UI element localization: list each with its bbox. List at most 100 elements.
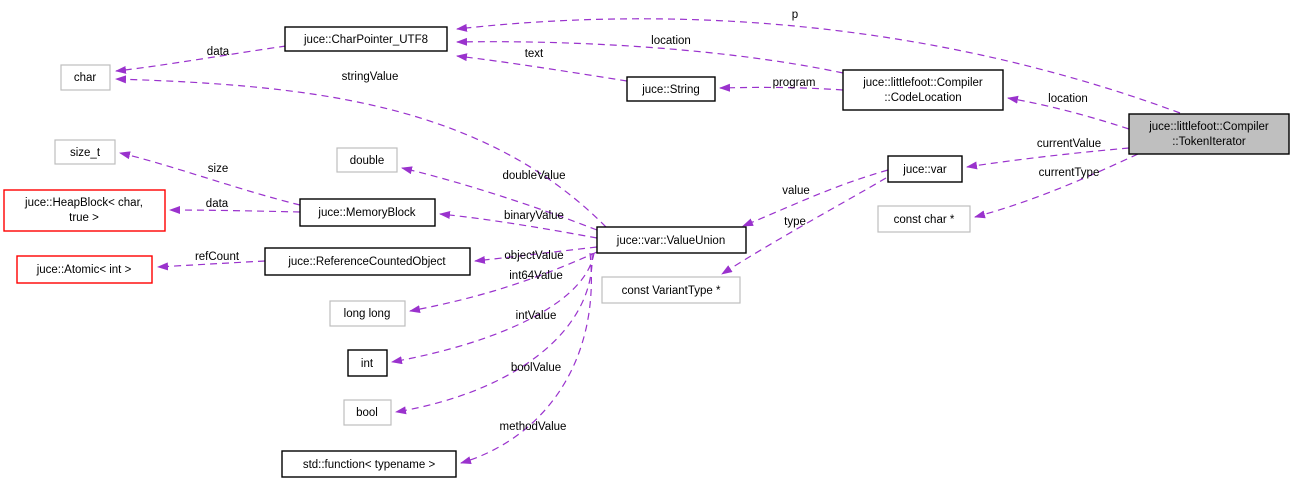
node-size-t[interactable]: size_t [54, 139, 116, 165]
node-varianttype-ptr-box[interactable] [601, 276, 741, 304]
node-double-box[interactable] [336, 147, 398, 173]
edge-p-path [456, 18, 1181, 114]
edge-label-boolValue: boolValue [511, 362, 561, 374]
edge-label-value: value [782, 185, 810, 197]
node-valueunion[interactable]: juce::var::ValueUnion [596, 226, 747, 254]
edge-int64Value-path [409, 251, 598, 314]
node-long-long-label: long long [344, 308, 391, 320]
edge-label-intValue: intValue [516, 310, 557, 322]
node-atomic-int-box[interactable] [16, 255, 153, 284]
node-varianttype-ptr[interactable]: const VariantType * [601, 276, 741, 304]
edge-location-top-path [456, 37, 844, 74]
node-long-long[interactable]: long long [329, 300, 406, 327]
node-varianttype-ptr-label: const VariantType * [622, 285, 721, 297]
node-bool-label: bool [356, 407, 378, 419]
node-tokeniterator-label-line2: ::TokenIterator [1172, 136, 1246, 148]
edge-binaryValue-path [439, 211, 598, 239]
node-var-label: juce::var [902, 164, 947, 176]
node-char-box[interactable] [60, 64, 111, 91]
node-int-label: int [361, 358, 374, 370]
node-string-label: juce::String [641, 84, 700, 96]
node-charpointer-utf8-label: juce::CharPointer_UTF8 [303, 34, 428, 46]
nodes-group: char juce::CharPointer_UTF8 juce::String… [3, 26, 1290, 478]
node-tokeniterator[interactable]: juce::littlefoot::Compiler ::TokenIterat… [1128, 113, 1290, 155]
edge-label-location-right: location [1048, 93, 1088, 105]
node-referencecountedobject[interactable]: juce::ReferenceCountedObject [264, 247, 471, 276]
node-double[interactable]: double [336, 147, 398, 173]
edge-label-program: program [773, 77, 816, 89]
node-int[interactable]: int [347, 349, 388, 377]
edge-doubleValue-path [401, 166, 598, 231]
edge-label-size: size [208, 163, 228, 175]
node-tokeniterator-box[interactable] [1128, 113, 1290, 155]
node-memoryblock[interactable]: juce::MemoryBlock [299, 198, 436, 227]
node-heapblock[interactable]: juce::HeapBlock< char, true > [3, 189, 166, 232]
node-codelocation-label-line1: juce::littlefoot::Compiler [862, 77, 983, 89]
node-long-long-box[interactable] [329, 300, 406, 327]
edge-methodValue-path [460, 252, 592, 464]
edge-label-text: text [525, 48, 544, 60]
node-heapblock-label-line2: true > [69, 212, 99, 224]
edge-label-objectValue: objectValue [504, 250, 563, 262]
node-codelocation[interactable]: juce::littlefoot::Compiler ::CodeLocatio… [842, 69, 1004, 111]
node-bool[interactable]: bool [343, 399, 392, 426]
edge-label-currentValue: currentValue [1037, 138, 1101, 150]
node-char-label: char [74, 72, 97, 84]
node-std-function-box[interactable] [281, 450, 457, 478]
node-atomic-int-label: juce::Atomic< int > [36, 264, 132, 276]
edge-label-doubleValue: doubleValue [502, 170, 565, 182]
edge-label-data-char: data [207, 46, 230, 58]
node-tokeniterator-label-line1: juce::littlefoot::Compiler [1148, 121, 1269, 133]
edge-labels-group: data stringValue text location p program… [195, 9, 1101, 433]
node-const-char-ptr-box[interactable] [877, 205, 971, 233]
edge-label-p: p [792, 9, 798, 21]
node-char[interactable]: char [60, 64, 111, 91]
node-charpointer-utf8-box[interactable] [284, 26, 448, 52]
node-string-box[interactable] [626, 76, 716, 102]
node-referencecountedobject-label: juce::ReferenceCountedObject [287, 256, 446, 268]
edge-label-binaryValue: binaryValue [504, 210, 564, 222]
edge-value-path [742, 169, 889, 227]
edge-label-int64Value: int64Value [509, 270, 563, 282]
edge-label-currentType: currentType [1039, 167, 1100, 179]
edge-size-path [119, 151, 301, 206]
node-memoryblock-box[interactable] [299, 198, 436, 227]
edge-text-path [456, 53, 628, 82]
edge-program-path [719, 83, 844, 92]
node-size-t-box[interactable] [54, 139, 116, 165]
edge-label-type: type [784, 216, 806, 228]
node-size-t-label: size_t [70, 147, 101, 159]
node-int-box[interactable] [347, 349, 388, 377]
node-bool-box[interactable] [343, 399, 392, 426]
node-std-function[interactable]: std::function< typename > [281, 450, 457, 478]
node-atomic-int[interactable]: juce::Atomic< int > [16, 255, 153, 284]
node-string[interactable]: juce::String [626, 76, 716, 102]
edge-label-refCount: refCount [195, 251, 240, 263]
node-codelocation-label-line2: ::CodeLocation [884, 92, 961, 104]
edge-label-data-heap: data [206, 198, 229, 210]
node-referencecountedobject-box[interactable] [264, 247, 471, 276]
edge-currentType-path [974, 153, 1139, 219]
edge-location-right-path [1007, 95, 1130, 130]
node-memoryblock-label: juce::MemoryBlock [317, 207, 415, 219]
node-double-label: double [350, 155, 385, 167]
node-var-box[interactable] [887, 155, 963, 183]
node-charpointer-utf8[interactable]: juce::CharPointer_UTF8 [284, 26, 448, 52]
node-const-char-ptr[interactable]: const char * [877, 205, 971, 233]
node-valueunion-label: juce::var::ValueUnion [616, 235, 725, 247]
node-var[interactable]: juce::var [887, 155, 963, 183]
node-const-char-ptr-label: const char * [894, 214, 955, 226]
node-codelocation-box[interactable] [842, 69, 1004, 111]
edge-stringValue-path [115, 75, 607, 228]
edge-refCount-path [157, 260, 266, 271]
edge-objectValue-path [474, 246, 598, 264]
edge-label-stringValue: stringValue [342, 71, 399, 83]
edge-data-heap-path [169, 206, 301, 215]
edge-data-char-path [115, 45, 287, 74]
node-heapblock-label-line1: juce::HeapBlock< char, [24, 197, 143, 209]
edge-currentValue-path [966, 147, 1130, 170]
edges-group [115, 18, 1181, 464]
node-heapblock-box[interactable] [3, 189, 166, 232]
node-valueunion-box[interactable] [596, 226, 747, 254]
